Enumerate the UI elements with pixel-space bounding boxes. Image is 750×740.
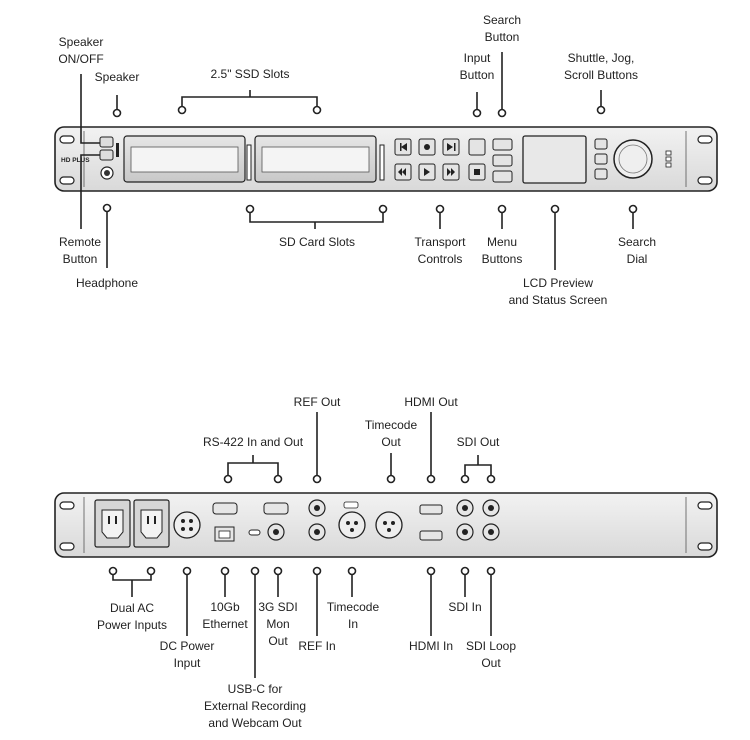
label-usbc: USB-C for External Recording and Webcam … (203, 682, 307, 730)
rear-callout-dots (108, 474, 496, 576)
rack-ear-hole (59, 176, 75, 185)
sd-card-slot-2 (379, 144, 385, 181)
label-timecode-out: Timecode Out (364, 418, 418, 449)
label-timecode-in: Timecode In (326, 600, 380, 631)
label-sdi-in: SDI In (448, 600, 482, 614)
label-sdi-loop-out: SDI Loop Out (465, 639, 517, 670)
label-sd-card-slots: SD Card Slots (278, 235, 356, 249)
label-search-button: Search Button (482, 13, 522, 44)
label-shuttle-jog-scroll: Shuttle, Jog, Scroll Buttons (563, 51, 639, 82)
label-rs422: RS-422 In and Out (202, 435, 304, 449)
front-panel: HD PLUS (54, 126, 718, 192)
rack-ear-hole (697, 135, 713, 144)
rs422-out (263, 502, 289, 515)
label-headphone: Headphone (75, 276, 139, 290)
dc-power-input (173, 511, 201, 539)
search-dial (613, 139, 653, 179)
rear-panel (54, 492, 718, 558)
speaker-grille (116, 143, 119, 157)
rack-ear-hole (697, 176, 713, 185)
rear-callouts (112, 412, 492, 678)
menu-buttons (492, 138, 513, 183)
label-dual-ac: Dual AC Power Inputs (96, 601, 168, 632)
label-sdi-out: SDI Out (456, 435, 500, 449)
lcd-screen (522, 135, 587, 184)
remote-button (99, 149, 114, 161)
label-ssd-slots: 2.5" SSD Slots (210, 67, 290, 81)
label-ref-in: REF In (298, 639, 336, 653)
timecode-in (338, 511, 366, 539)
label-ref-out: REF Out (293, 395, 341, 409)
label-ethernet: 10Gb Ethernet (202, 600, 248, 631)
hdmi-in-port (419, 530, 443, 541)
hdmi-out-port (419, 504, 443, 515)
label-dc-power: DC Power Input (159, 639, 215, 670)
search-button (492, 138, 513, 151)
label-transport-controls: Transport Controls (414, 235, 466, 266)
rack-ear-hole (59, 135, 75, 144)
label-menu-buttons: Menu Buttons (481, 235, 523, 266)
label-speaker-on-off: Speaker ON/OFF (58, 35, 104, 66)
logo: HD PLUS (61, 157, 90, 164)
rs422-in (212, 502, 238, 515)
usbc-port (248, 529, 261, 536)
shuttle-jog-scroll-buttons (594, 138, 608, 180)
label-lcd-preview: LCD Preview and Status Screen (508, 276, 608, 307)
label-search-dial: Search Dial (617, 235, 657, 266)
label-remote-button: Remote Button (58, 235, 102, 266)
front-callout-dots (102, 105, 638, 214)
front-callouts (80, 52, 634, 270)
sd-card-slot-1 (246, 144, 252, 181)
label-input-button: Input Button (459, 51, 495, 82)
label-sdi-mon-out: 3G SDI Mon Out (258, 600, 298, 648)
label-speaker: Speaker (94, 70, 140, 84)
label-hdmi-out: HDMI Out (404, 395, 458, 409)
speaker-button (99, 136, 114, 148)
label-hdmi-in: HDMI In (408, 639, 453, 653)
timecode-out (375, 511, 403, 539)
